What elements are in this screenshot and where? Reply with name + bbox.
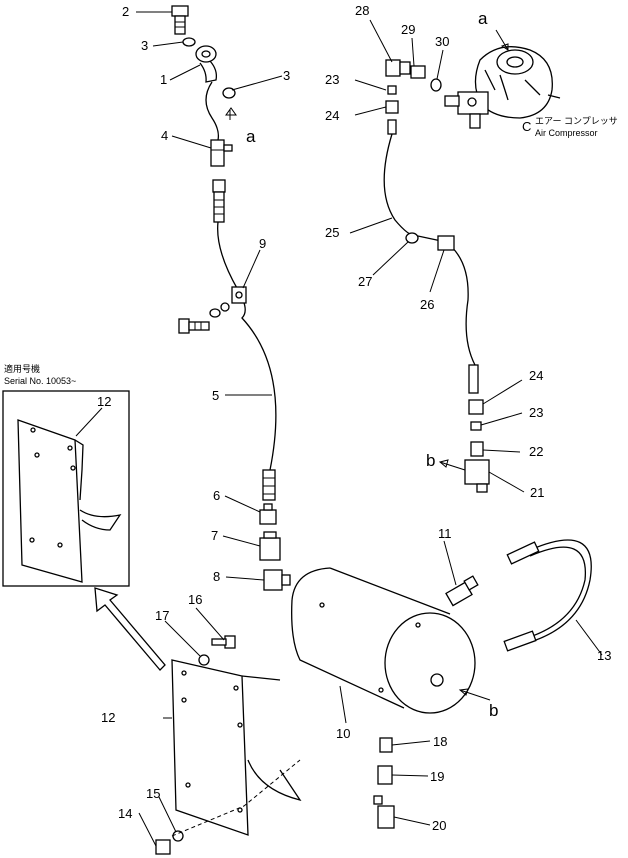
valve-part-20	[373, 795, 395, 829]
callout-30: 30	[435, 34, 449, 49]
washer-part-3-lower	[222, 87, 236, 99]
serial-note-jp: 適用号機	[4, 363, 40, 374]
callout-8: 8	[213, 569, 220, 584]
callout-21: 21	[530, 485, 544, 500]
tube-part-25	[383, 133, 476, 366]
connection-letter-b-right: b	[489, 701, 498, 720]
nipple-part-6	[259, 503, 277, 525]
clamp-part-26	[437, 235, 455, 251]
callout-3-b: 3	[283, 68, 290, 83]
bolt-part-16	[211, 635, 236, 649]
compressor-label-en: Air Compressor	[535, 128, 598, 138]
hose-end-part-5	[262, 469, 276, 501]
callout-25: 25	[325, 225, 339, 240]
callout-6: 6	[213, 488, 220, 503]
valve-part-21	[464, 459, 490, 493]
callout-22: 22	[529, 444, 543, 459]
tube-part-5	[217, 221, 277, 471]
compressor-mark: C	[522, 119, 531, 134]
air-compressor	[444, 46, 561, 129]
callout-1: 1	[160, 72, 167, 87]
washer-part-30	[430, 78, 442, 92]
callout-19: 19	[430, 769, 444, 784]
callout-27: 27	[358, 274, 372, 289]
connection-letter-b-left: b	[426, 451, 435, 470]
callout-13: 13	[597, 648, 611, 663]
fitting-part-29	[410, 65, 426, 79]
washer-part-3-upper	[182, 37, 196, 47]
callout-12-a: 12	[97, 394, 111, 409]
callout-23-a: 23	[325, 72, 339, 87]
clamp-part-27	[405, 232, 419, 244]
washer-part-17	[198, 654, 210, 666]
inset-box	[2, 390, 130, 587]
drain-valve-part-11	[445, 575, 479, 607]
compressor-label-jp: エアー コンプレッサ	[535, 116, 618, 126]
bracket-part-12	[171, 659, 302, 836]
arrow-to-inset	[94, 587, 166, 671]
callout-26: 26	[420, 297, 434, 312]
clamp-part-9	[231, 286, 247, 304]
callout-11: 11	[438, 526, 452, 541]
callout-7: 7	[211, 528, 218, 543]
bolt-part-2	[171, 5, 189, 35]
connection-letter-a-left: a	[246, 127, 256, 146]
serial-note-en: Serial No. 10053~	[4, 376, 76, 386]
hose-upper-left	[205, 81, 220, 141]
connection-letter-a-right: a	[478, 9, 488, 28]
callout-29: 29	[401, 22, 415, 37]
callout-3-a: 3	[141, 38, 148, 53]
callout-10: 10	[336, 726, 350, 741]
elbow-part-28	[385, 59, 411, 77]
connector-part-4	[210, 139, 233, 167]
dash-line-bracket	[171, 759, 301, 837]
elbow-part-7	[259, 531, 281, 561]
fitting-part-4-lower	[212, 179, 226, 223]
hose-part-13	[503, 539, 592, 652]
air-tank-part-10	[291, 567, 476, 714]
callout-12-b: 12	[101, 710, 115, 725]
leader-lines	[75, 11, 603, 847]
nut-part-24-lower	[468, 399, 484, 415]
nut-part-24-upper	[385, 100, 399, 135]
elbow-part-8	[263, 569, 291, 591]
callout-2: 2	[122, 4, 129, 19]
callout-14: 14	[118, 806, 132, 821]
callout-24-b: 24	[529, 368, 543, 383]
tube-end-24	[468, 364, 479, 394]
callout-15: 15	[146, 786, 160, 801]
callout-18: 18	[433, 734, 447, 749]
sleeve-part-23-upper	[387, 85, 397, 95]
banjo-fitting-part-1	[195, 45, 218, 83]
callout-9: 9	[259, 236, 266, 251]
callout-20: 20	[432, 818, 446, 833]
fitting-part-19	[377, 765, 393, 785]
callout-4: 4	[161, 128, 168, 143]
callout-17: 17	[155, 608, 169, 623]
connector-part-22	[470, 441, 484, 457]
callout-16: 16	[188, 592, 202, 607]
bolt-clamp-9	[178, 302, 230, 334]
sleeve-part-23-lower	[470, 421, 482, 431]
callout-28: 28	[355, 3, 369, 18]
callout-23-b: 23	[529, 405, 543, 420]
callout-24-a: 24	[325, 108, 339, 123]
plug-part-18	[379, 737, 393, 753]
callout-5: 5	[212, 388, 219, 403]
nut-part-14	[155, 839, 171, 855]
